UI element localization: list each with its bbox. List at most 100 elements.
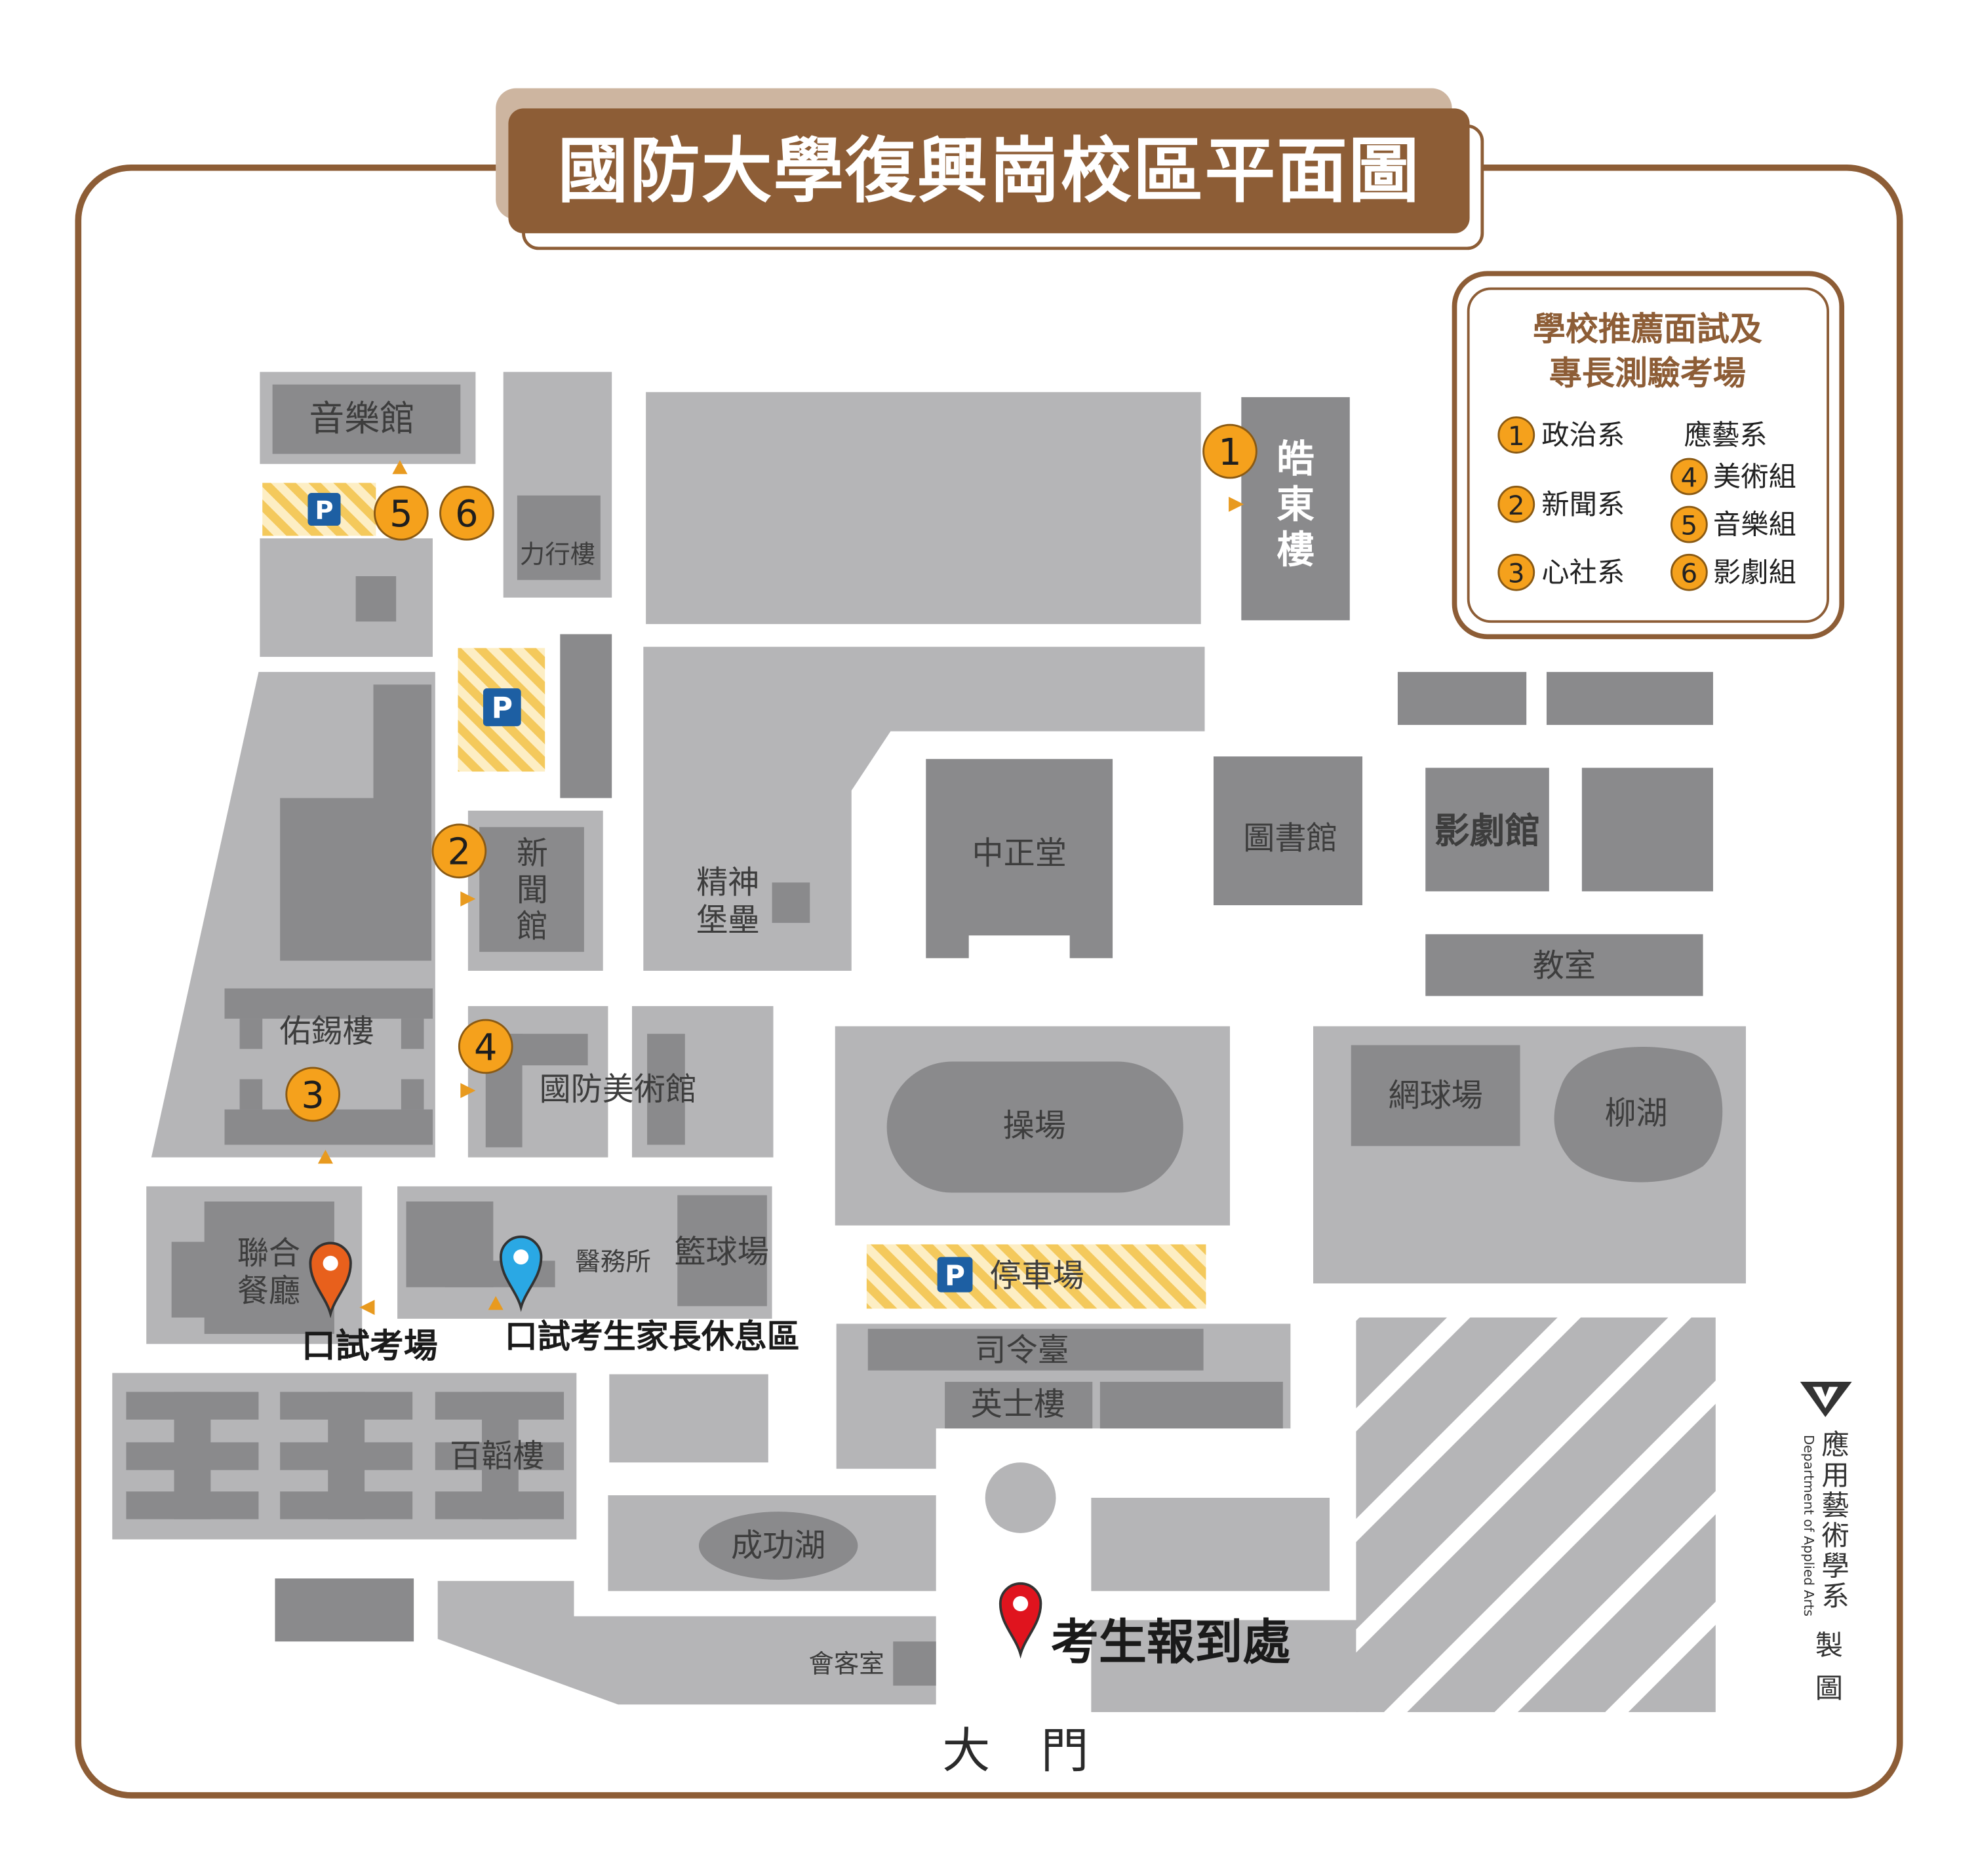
journalism-hall: 新 聞 館	[467, 810, 603, 971]
youxi-building-post	[401, 1079, 424, 1110]
willow-lake-label: 柳湖	[1604, 1095, 1667, 1131]
legend-box	[1452, 271, 1845, 640]
parking-icon-letter: P	[945, 1260, 965, 1292]
legend-item-1-number: 1	[1508, 421, 1525, 452]
credit-department-char-1: 應	[1821, 1429, 1849, 1461]
title-banner-background	[508, 108, 1470, 233]
legend-item-6-number: 6	[1681, 558, 1698, 589]
journalism-hall-label-char-2: 聞	[517, 872, 548, 909]
exam-marker-1-number: 1	[1218, 431, 1241, 474]
legend-item-2-badge	[1497, 485, 1535, 523]
reception-room-label: 會客室	[808, 1649, 884, 1679]
striped-area-southeast	[1356, 1317, 1716, 1712]
entrance-arrow-icon	[392, 460, 408, 475]
tennis-court-label: 網球場	[1389, 1077, 1483, 1114]
spirit-fortress-monument	[772, 882, 810, 923]
building-east	[1581, 768, 1713, 891]
reviewing-stand	[867, 1329, 1204, 1371]
spirit-fortress-label-line-2: 堡壘	[696, 902, 759, 939]
zhongzheng-hall-structure	[926, 758, 1113, 958]
credit-made-by-char-2: 圖	[1815, 1672, 1843, 1704]
parking-icon: P	[307, 493, 341, 526]
drama-hall: 影劇館	[1425, 768, 1549, 891]
baitao-wing-3	[435, 1392, 564, 1519]
basketball-court	[677, 1195, 767, 1306]
entrance-arrow-icon	[488, 1296, 504, 1310]
music-hall-building	[272, 384, 461, 454]
youxi-building-post	[401, 1019, 424, 1049]
exam-marker-6: 6	[439, 485, 494, 541]
journalism-hall-label-char-1: 新	[517, 835, 548, 872]
legend-item-3: 3 心社系	[1497, 553, 1625, 591]
art-museum-east-wing	[647, 1034, 685, 1145]
music-hall-label: 音樂館	[309, 398, 415, 439]
credit: 應 用 藝 術 學 系 Department of Applied Arts 製…	[1800, 1382, 1852, 1704]
lixing-building: 力行樓	[503, 372, 612, 598]
youxi-building-top-wing	[224, 988, 433, 1019]
baitao-wing-2	[280, 1392, 413, 1519]
reception-room: 會客室	[437, 1580, 936, 1705]
exam-marker-2-number: 2	[448, 831, 471, 874]
exam-marker-1-badge	[1202, 423, 1257, 479]
classroom-structure	[1425, 934, 1703, 996]
legend-item-4: 4 美術組	[1670, 458, 1796, 496]
exam-marker-4-number: 4	[474, 1026, 497, 1069]
credit-department-char-5: 學	[1821, 1550, 1849, 1582]
spirit-fortress: 精神 堡壘	[643, 646, 1205, 971]
parking-lot-label: 停車場	[989, 1257, 1084, 1294]
roundabout	[985, 1462, 1056, 1533]
credit-made-by-char-1: 製	[1815, 1630, 1843, 1662]
building-northeast-1	[1397, 672, 1527, 725]
drama-hall-structure	[1425, 768, 1549, 891]
exam-marker-3-number: 3	[301, 1074, 324, 1117]
dining-hall-label-line-1: 聯合	[237, 1235, 300, 1272]
exam-marker-1: 1	[1202, 423, 1257, 479]
exam-marker-5-number: 5	[389, 493, 412, 536]
block-gate-east	[1091, 1620, 1359, 1712]
youxi-building-label: 佑錫樓	[279, 1013, 374, 1049]
baitao-building-label: 百韜樓	[450, 1438, 544, 1475]
oral-exam-room-label: 口試考場	[302, 1327, 438, 1366]
classroom: 教室	[1425, 934, 1703, 996]
chenggong-lake: 成功湖	[608, 1495, 936, 1592]
exam-marker-3-badge	[285, 1066, 341, 1122]
page-title: 國防大學復興崗校區平面圖	[558, 130, 1421, 212]
art-museum-label: 國防美術館	[540, 1071, 697, 1108]
haodong-building-label-char-1: 皓	[1276, 437, 1315, 481]
legend-item-4-label: 美術組	[1713, 461, 1796, 493]
legend-item-1-label: 政治系	[1541, 419, 1625, 451]
entrance-arrow-icon	[317, 1150, 333, 1164]
entrance-arrow-icon	[460, 891, 476, 907]
building-yingshi-east	[1099, 1382, 1283, 1429]
block-south-center	[609, 1374, 768, 1463]
parking-icon-box	[307, 493, 341, 526]
building-west-narrow	[560, 634, 612, 798]
haodong-building-structure	[1241, 397, 1350, 621]
legend-item-4-number: 4	[1681, 462, 1698, 493]
entrance-arrow-icon	[359, 1300, 375, 1316]
yingshi-building	[945, 1382, 1093, 1429]
legend-item-1-badge	[1497, 416, 1535, 454]
haodong-building-label-char-2: 東	[1276, 482, 1315, 526]
rest-area-pin-icon	[499, 1235, 543, 1309]
entrance-arrow-icon	[460, 1083, 476, 1099]
baitao-wing-1	[126, 1392, 259, 1519]
legend-item-2: 2 新聞系	[1497, 485, 1625, 523]
credit-department-char-4: 術	[1821, 1519, 1849, 1552]
dining-hall-label-line-2: 餐廳	[237, 1273, 300, 1310]
building-southwest	[275, 1578, 414, 1642]
legend-item-2-number: 2	[1508, 490, 1525, 521]
legend-item-6: 6 影劇組	[1670, 553, 1796, 591]
legend: 學校推薦面試及 專長測驗考場 應藝系 1 政治系 2 新聞系 3 心社系 4 美…	[1452, 271, 1845, 640]
tennis-court-area: 網球場 柳湖	[1313, 1026, 1746, 1284]
exam-marker-2-badge	[431, 823, 487, 879]
library-structure	[1213, 756, 1363, 905]
department-logo-icon	[1800, 1382, 1852, 1417]
check-in-pin-icon	[999, 1582, 1042, 1656]
legend-item-6-label: 影劇組	[1713, 557, 1796, 589]
block-north-large	[646, 392, 1201, 625]
legend-item-5-badge	[1670, 505, 1708, 543]
playground-label: 操場	[1003, 1108, 1066, 1144]
legend-item-3-badge	[1497, 553, 1535, 591]
journalism-hall-structure	[479, 827, 584, 952]
